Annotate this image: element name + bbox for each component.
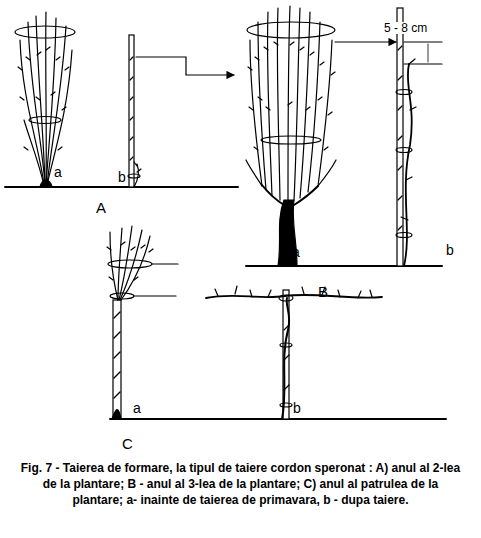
panel-letter: C	[122, 436, 133, 451]
figure-caption: Fig. 7 - Taierea de formare, la tipul de…	[18, 460, 463, 508]
panel-letter: A	[96, 200, 106, 215]
panel-letter: B	[318, 284, 328, 299]
panel-b-drawing	[246, 6, 442, 266]
panel-c-drawing	[107, 226, 446, 419]
vine-label: b	[118, 170, 126, 184]
vine-label: a	[292, 245, 300, 259]
vine-label: a	[54, 165, 62, 179]
vine-label: b	[446, 243, 454, 257]
vine-label: a	[133, 401, 141, 415]
dimension-label: 5 - 8 cm	[383, 22, 428, 34]
vine-label: b	[293, 401, 301, 415]
panel-a-drawing	[5, 12, 238, 187]
